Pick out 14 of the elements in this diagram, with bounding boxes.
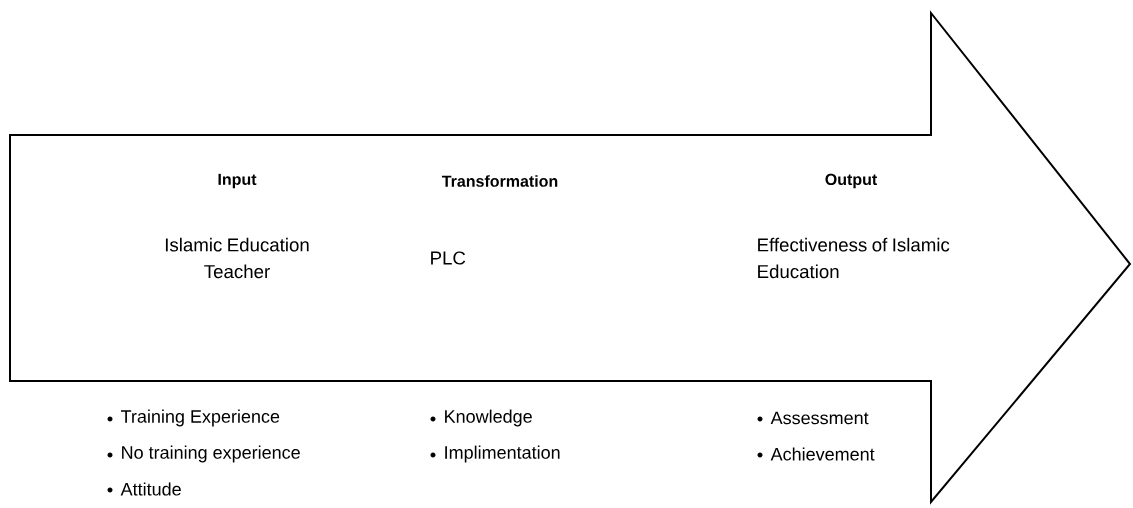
bullet-item: Knowledge: [430, 409, 532, 427]
bullet-item: Training Experience: [107, 409, 280, 427]
stage-heading: Input: [218, 173, 257, 189]
stage-text: Islamic Education Teacher: [165, 237, 309, 279]
stage-text: Effectiveness of Islamic Education: [758, 237, 950, 279]
stage-heading: Output: [825, 173, 877, 189]
stage-heading: Transformation: [441, 175, 558, 187]
bullet-item: Implimentation: [430, 445, 560, 463]
stage-text: PLC: [431, 251, 466, 265]
bullet-item: Assessment: [757, 411, 869, 425]
bullet-item: No training experience: [107, 445, 300, 463]
block-arrow: [9, 10, 1132, 505]
bullet-item: Attitude: [107, 482, 181, 496]
bullet-item: Achievement: [757, 447, 875, 461]
